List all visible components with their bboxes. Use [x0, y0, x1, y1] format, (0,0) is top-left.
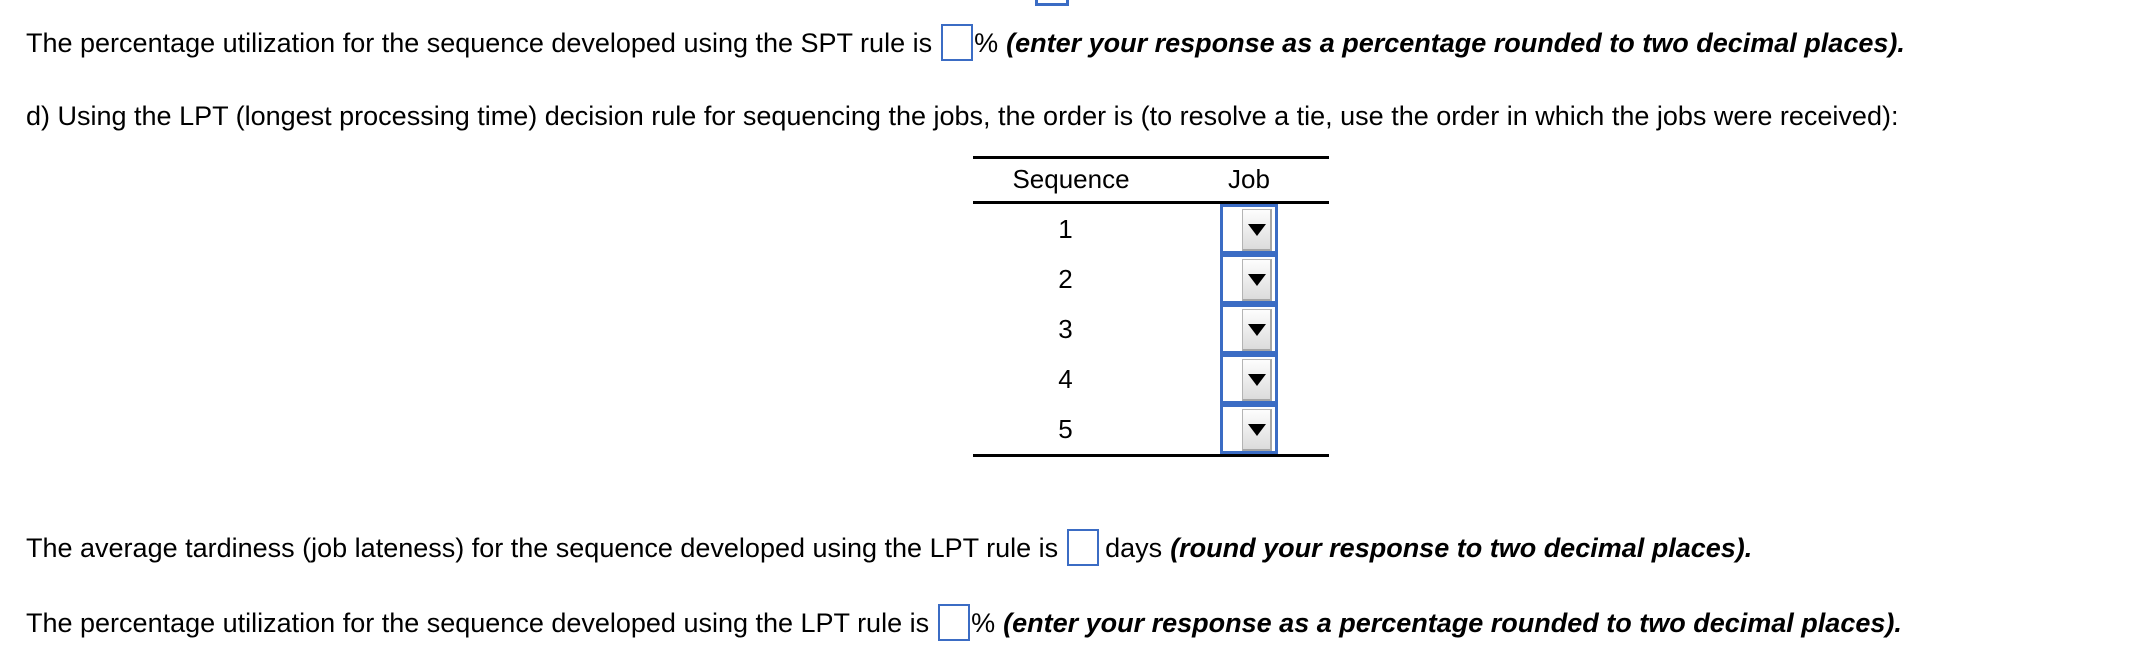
- table-row: 4: [973, 354, 1329, 404]
- table-body: 1 2: [973, 203, 1329, 457]
- lpt-tardiness-line: The average tardiness (job lateness) for…: [26, 529, 1752, 566]
- chevron-down-icon[interactable]: [1242, 259, 1272, 301]
- table-header-row: Sequence Job: [973, 156, 1329, 204]
- cell-sequence-5: 5: [973, 404, 1169, 457]
- chevron-down-glyph: [1247, 223, 1266, 236]
- chevron-down-glyph: [1247, 373, 1266, 386]
- table-row: 1: [973, 203, 1329, 254]
- spt-utilization-line: The percentage utilization for the seque…: [26, 24, 1905, 61]
- chevron-down-icon[interactable]: [1242, 409, 1272, 451]
- chevron-down-icon[interactable]: [1242, 359, 1272, 401]
- spt-utilization-unit: %: [974, 27, 999, 58]
- job-dropdown-3[interactable]: [1220, 304, 1278, 354]
- chevron-down-glyph: [1247, 323, 1266, 336]
- cell-sequence-1: 1: [1058, 213, 1073, 244]
- lpt-tardiness-unit: days: [1105, 532, 1163, 563]
- chevron-down-glyph: [1247, 423, 1266, 436]
- column-header-sequence: Sequence: [973, 156, 1169, 204]
- chevron-down-icon[interactable]: [1242, 209, 1272, 251]
- sequence-job-table: Sequence Job 1 2: [973, 156, 1329, 457]
- job-dropdown-1[interactable]: [1220, 204, 1278, 254]
- spt-utilization-hint: (enter your response as a percentage rou…: [1006, 27, 1905, 58]
- cell-sequence-2: 2: [1058, 263, 1073, 294]
- job-dropdown-5[interactable]: [1220, 404, 1278, 454]
- column-header-job: Job: [1169, 156, 1329, 204]
- lpt-tardiness-prompt-text: The average tardiness (job lateness) for…: [26, 532, 1059, 563]
- lpt-utilization-hint: (enter your response as a percentage rou…: [1003, 607, 1902, 638]
- cell-job-3: [1169, 304, 1329, 354]
- lpt-tardiness-hint: (round your response to two decimal plac…: [1170, 532, 1753, 563]
- table-row: 2: [973, 254, 1329, 304]
- clipped-answer-box[interactable]: [1035, 0, 1069, 6]
- spt-utilization-prompt-text: The percentage utilization for the seque…: [26, 27, 933, 58]
- part-d-prompt-text: d) Using the LPT (longest processing tim…: [26, 101, 1899, 131]
- lpt-utilization-prompt-text: The percentage utilization for the seque…: [26, 607, 930, 638]
- cell-job-2: [1169, 254, 1329, 304]
- spt-utilization-input[interactable]: [941, 24, 974, 61]
- lpt-tardiness-input[interactable]: [1067, 529, 1100, 566]
- lpt-utilization-input[interactable]: [938, 604, 971, 641]
- cell-job-5: [1169, 404, 1329, 457]
- lpt-utilization-line: The percentage utilization for the seque…: [26, 604, 1902, 641]
- cell-sequence-3: 3: [1058, 313, 1073, 344]
- cell-job-4: [1169, 354, 1329, 404]
- part-d-prompt-line: d) Using the LPT (longest processing tim…: [26, 100, 1898, 132]
- cell-sequence-4: 4: [1058, 363, 1073, 394]
- job-dropdown-4[interactable]: [1220, 354, 1278, 404]
- job-dropdown-2[interactable]: [1220, 254, 1278, 304]
- lpt-utilization-unit: %: [971, 607, 996, 638]
- table-row: 3: [973, 304, 1329, 354]
- table-row: 5: [973, 404, 1329, 457]
- chevron-down-icon[interactable]: [1242, 309, 1272, 351]
- chevron-down-glyph: [1247, 273, 1266, 286]
- table-head: Sequence Job: [973, 156, 1329, 204]
- sequence-job-table-container: Sequence Job 1 2: [973, 156, 1329, 457]
- cell-job-1: [1169, 203, 1329, 254]
